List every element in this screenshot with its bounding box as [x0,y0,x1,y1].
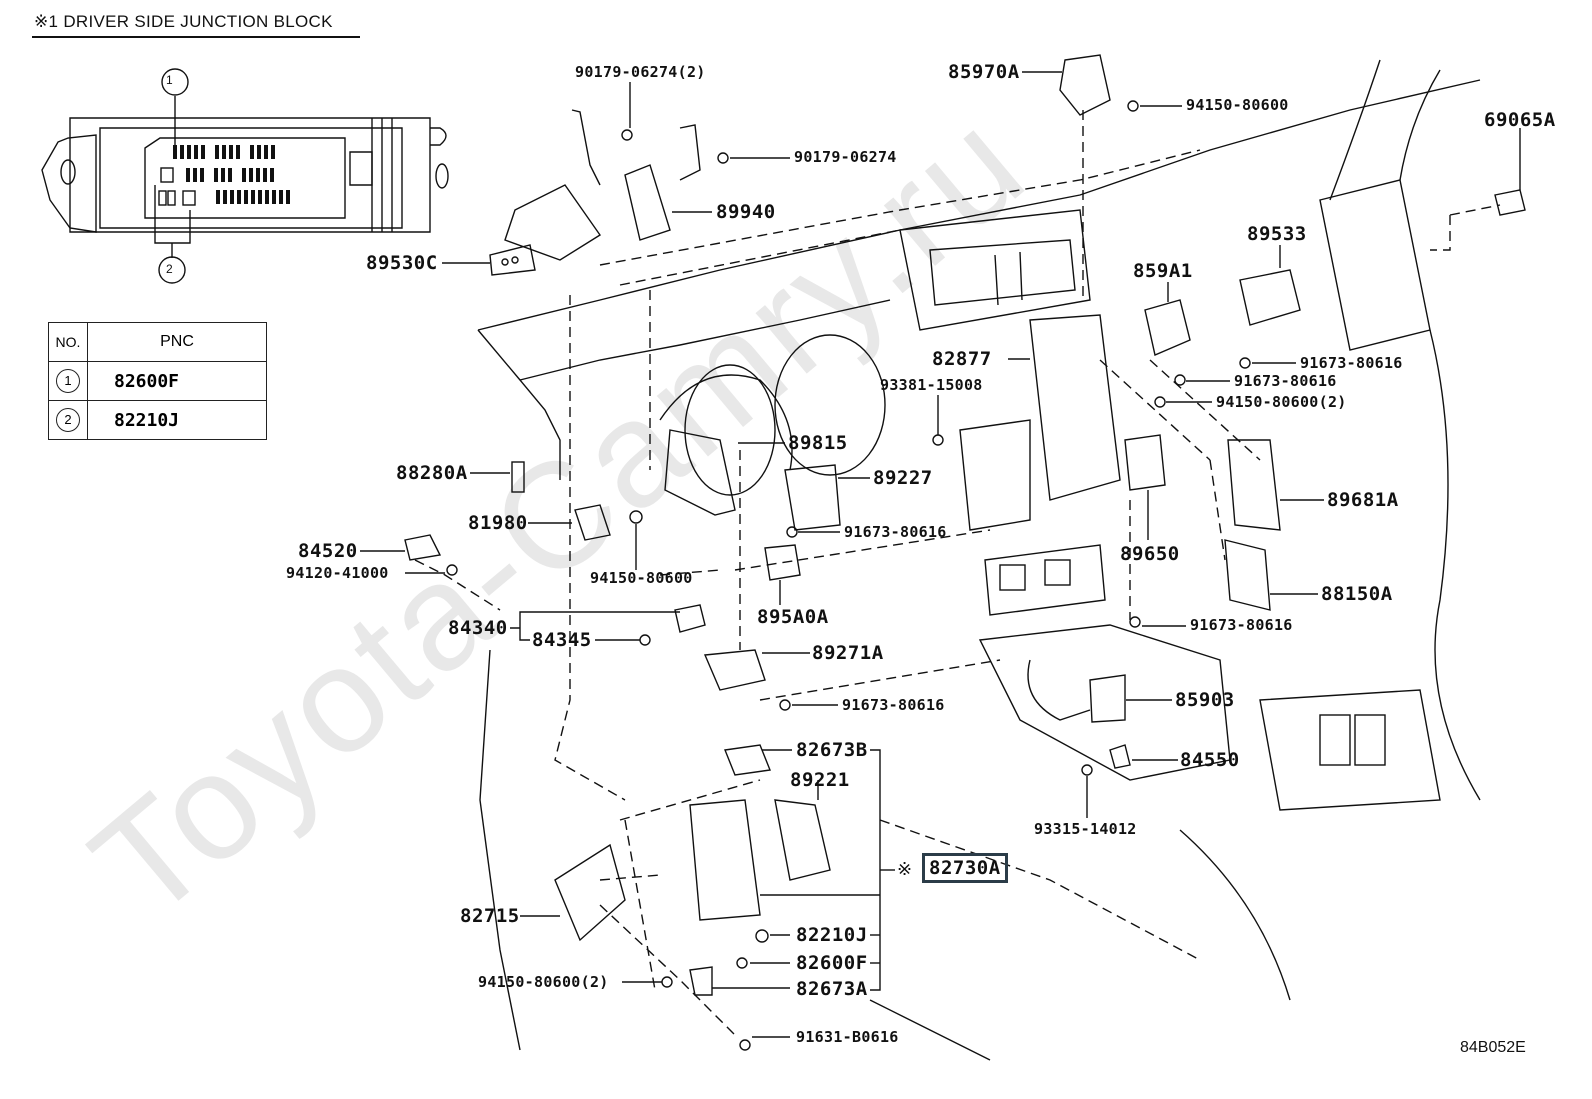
part-label-82715[interactable]: 82715 [460,905,520,927]
table-row: 2 82210J [48,400,267,440]
part-label-82673a[interactable]: 82673A [796,978,868,1000]
inset-title: ※1 DRIVER SIDE JUNCTION BLOCK [34,12,333,31]
part-label-82210j[interactable]: 82210J [796,924,868,946]
part-label-84345[interactable]: 84345 [532,629,592,651]
part-label-859a1[interactable]: 859A1 [1133,260,1193,282]
part-label-91673-80616-a[interactable]: 91673-80616 [1300,354,1403,372]
leader-lines [360,71,1521,1038]
part-label-69065a[interactable]: 69065A [1484,109,1556,131]
header-pnc: PNC [87,322,267,362]
part-label-84550[interactable]: 84550 [1180,749,1240,771]
inset-callout-2: 2 [166,262,173,276]
part-label-94150-80600-2-bottom[interactable]: 94150-80600(2) [478,973,609,991]
part-label-89227[interactable]: 89227 [873,467,933,489]
part-label-88280a[interactable]: 88280A [396,462,468,484]
part-label-89650[interactable]: 89650 [1120,543,1180,565]
part-label-94120-41000[interactable]: 94120-41000 [286,564,389,582]
part-label-84520[interactable]: 84520 [298,540,358,562]
part-label-89681a[interactable]: 89681A [1327,489,1399,511]
part-label-91673-80616-b[interactable]: 91673-80616 [1234,372,1337,390]
part-label-82877[interactable]: 82877 [932,348,992,370]
part-label-91673-80616-d[interactable]: 91673-80616 [842,696,945,714]
reference-mark: ※ [897,859,913,880]
part-label-82600f[interactable]: 82600F [796,952,868,974]
inset-callout-1: 1 [166,73,173,87]
part-label-90179-06274[interactable]: 90179-06274 [794,148,897,166]
part-label-895a0a[interactable]: 895A0A [757,606,829,628]
part-label-81980[interactable]: 81980 [468,512,528,534]
part-label-94150-80600-top[interactable]: 94150-80600 [1186,96,1289,114]
part-label-89221[interactable]: 89221 [790,769,850,791]
part-label-89533[interactable]: 89533 [1247,223,1307,245]
part-label-93381-15008[interactable]: 93381-15008 [880,376,983,394]
diagram-code: 84B052E [1460,1039,1526,1056]
part-label-85970a[interactable]: 85970A [948,61,1020,83]
part-label-91673-80616-c[interactable]: 91673-80616 [844,523,947,541]
part-label-89940[interactable]: 89940 [716,201,776,223]
part-label-91631-b0616[interactable]: 91631-B0616 [796,1028,899,1046]
junction-block-drawing [41,68,449,284]
part-label-84340[interactable]: 84340 [448,617,508,639]
part-label-93315-14012[interactable]: 93315-14012 [1034,820,1137,838]
part-label-89815[interactable]: 89815 [788,432,848,454]
row-number-badge: 2 [56,408,80,432]
fuse-rows [173,145,290,204]
part-label-82730a-highlighted[interactable]: 82730A [922,853,1008,883]
dashboard-outline [477,59,1481,1061]
dashed-lines [414,110,1501,1036]
header-no: NO. [48,322,88,362]
part-label-88150a[interactable]: 88150A [1321,583,1393,605]
part-label-90179-06274-2[interactable]: 90179-06274(2) [575,63,706,81]
part-label-91673-80616-e[interactable]: 91673-80616 [1190,616,1293,634]
part-label-89271a[interactable]: 89271A [812,642,884,664]
row-pnc: 82210J [87,400,267,440]
part-label-85903[interactable]: 85903 [1175,689,1235,711]
part-label-82673b[interactable]: 82673B [796,739,868,761]
part-glyphs [404,54,1526,1051]
pnc-table-header: NO. PNC [48,322,267,362]
table-row: 1 82600F [48,361,267,401]
part-label-89530c[interactable]: 89530C [366,252,438,274]
part-label-94150-80600-mid[interactable]: 94150-80600 [590,569,693,587]
row-number-badge: 1 [56,369,80,393]
pnc-table: NO. PNC 1 82600F 2 82210J [48,322,267,440]
row-pnc: 82600F [87,361,267,401]
part-label-94150-80600-2-right[interactable]: 94150-80600(2) [1216,393,1347,411]
